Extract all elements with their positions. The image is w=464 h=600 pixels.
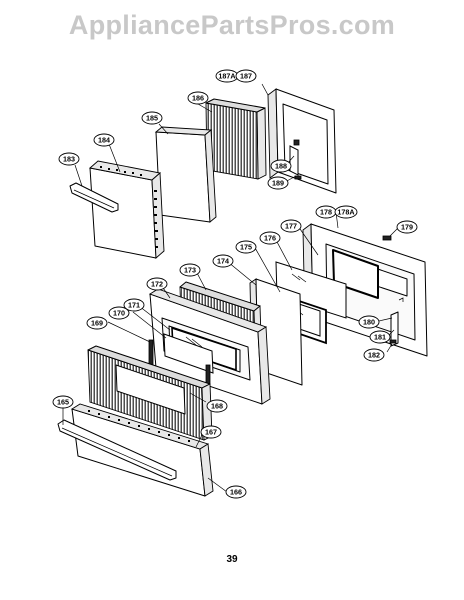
callout-176: 176 <box>259 231 281 245</box>
callout-189: 189 <box>267 176 289 190</box>
callout-175: 175 <box>235 240 257 254</box>
part-183-handle <box>69 182 119 213</box>
svg-text:170: 170 <box>113 309 125 318</box>
svg-text:167: 167 <box>205 428 217 437</box>
svg-text:185: 185 <box>146 114 158 123</box>
callout-183: 183 <box>58 152 80 166</box>
callout-187a: 187A <box>215 69 239 83</box>
svg-text:171: 171 <box>128 301 140 310</box>
svg-text:187: 187 <box>240 72 252 81</box>
part-165-handle <box>57 419 177 481</box>
part-186-insulation <box>205 98 267 180</box>
svg-text:188: 188 <box>275 162 287 171</box>
svg-text:184: 184 <box>98 136 110 145</box>
callout-172: 172 <box>146 277 168 291</box>
part-180-182-hinge <box>389 297 404 347</box>
svg-text:186: 186 <box>192 94 204 103</box>
svg-text:174: 174 <box>217 257 229 266</box>
callout-180: 180 <box>358 315 380 329</box>
svg-text:173: 173 <box>184 266 196 275</box>
svg-text:187A: 187A <box>218 72 235 81</box>
page-number: 39 <box>226 554 238 565</box>
svg-text:178A: 178A <box>337 208 354 217</box>
callout-174: 174 <box>212 254 234 268</box>
svg-text:172: 172 <box>151 280 163 289</box>
callout-182: 182 <box>363 348 385 362</box>
callout-187: 187 <box>235 69 257 83</box>
callout-166: 166 <box>225 485 247 499</box>
svg-text:178: 178 <box>320 208 332 217</box>
svg-text:169: 169 <box>91 319 103 328</box>
callout-173: 173 <box>179 263 201 277</box>
watermark: AppliancePartsPros.com <box>68 10 396 40</box>
callout-178: 178 <box>315 205 337 219</box>
part-168-insulation-panel <box>87 345 213 441</box>
callout-170: 170 <box>108 306 130 320</box>
callout-168: 168 <box>206 399 228 413</box>
callout-178a: 178A <box>334 205 358 219</box>
part-188-189-hinge <box>289 139 302 180</box>
callout-177: 177 <box>280 219 302 233</box>
callout-165: 165 <box>52 395 74 409</box>
svg-text:181: 181 <box>374 333 386 342</box>
part-184-outer-door-panel <box>89 160 165 259</box>
callout-171: 171 <box>123 298 145 312</box>
callout-188: 188 <box>270 159 292 173</box>
part-179-bracket <box>382 235 392 241</box>
part-170-glass <box>163 333 214 374</box>
svg-text:180: 180 <box>363 318 375 327</box>
svg-text:189: 189 <box>272 179 284 188</box>
callout-169: 169 <box>86 316 108 330</box>
svg-text:168: 168 <box>211 402 223 411</box>
svg-text:165: 165 <box>57 398 69 407</box>
svg-text:183: 183 <box>63 155 75 164</box>
callout-181: 181 <box>369 330 391 344</box>
part-185-inner-panel <box>154 126 217 223</box>
svg-text:182: 182 <box>368 351 380 360</box>
part-176-glass <box>275 261 347 319</box>
callout-186: 186 <box>187 91 209 105</box>
svg-text:176: 176 <box>264 234 276 243</box>
callout-184: 184 <box>93 133 115 147</box>
callout-185: 185 <box>141 111 163 125</box>
svg-text:175: 175 <box>240 243 252 252</box>
callout-167: 167 <box>200 425 222 439</box>
svg-text:177: 177 <box>285 222 297 231</box>
svg-text:166: 166 <box>230 488 242 497</box>
svg-text:179: 179 <box>401 223 413 232</box>
callout-179: 179 <box>396 220 418 234</box>
